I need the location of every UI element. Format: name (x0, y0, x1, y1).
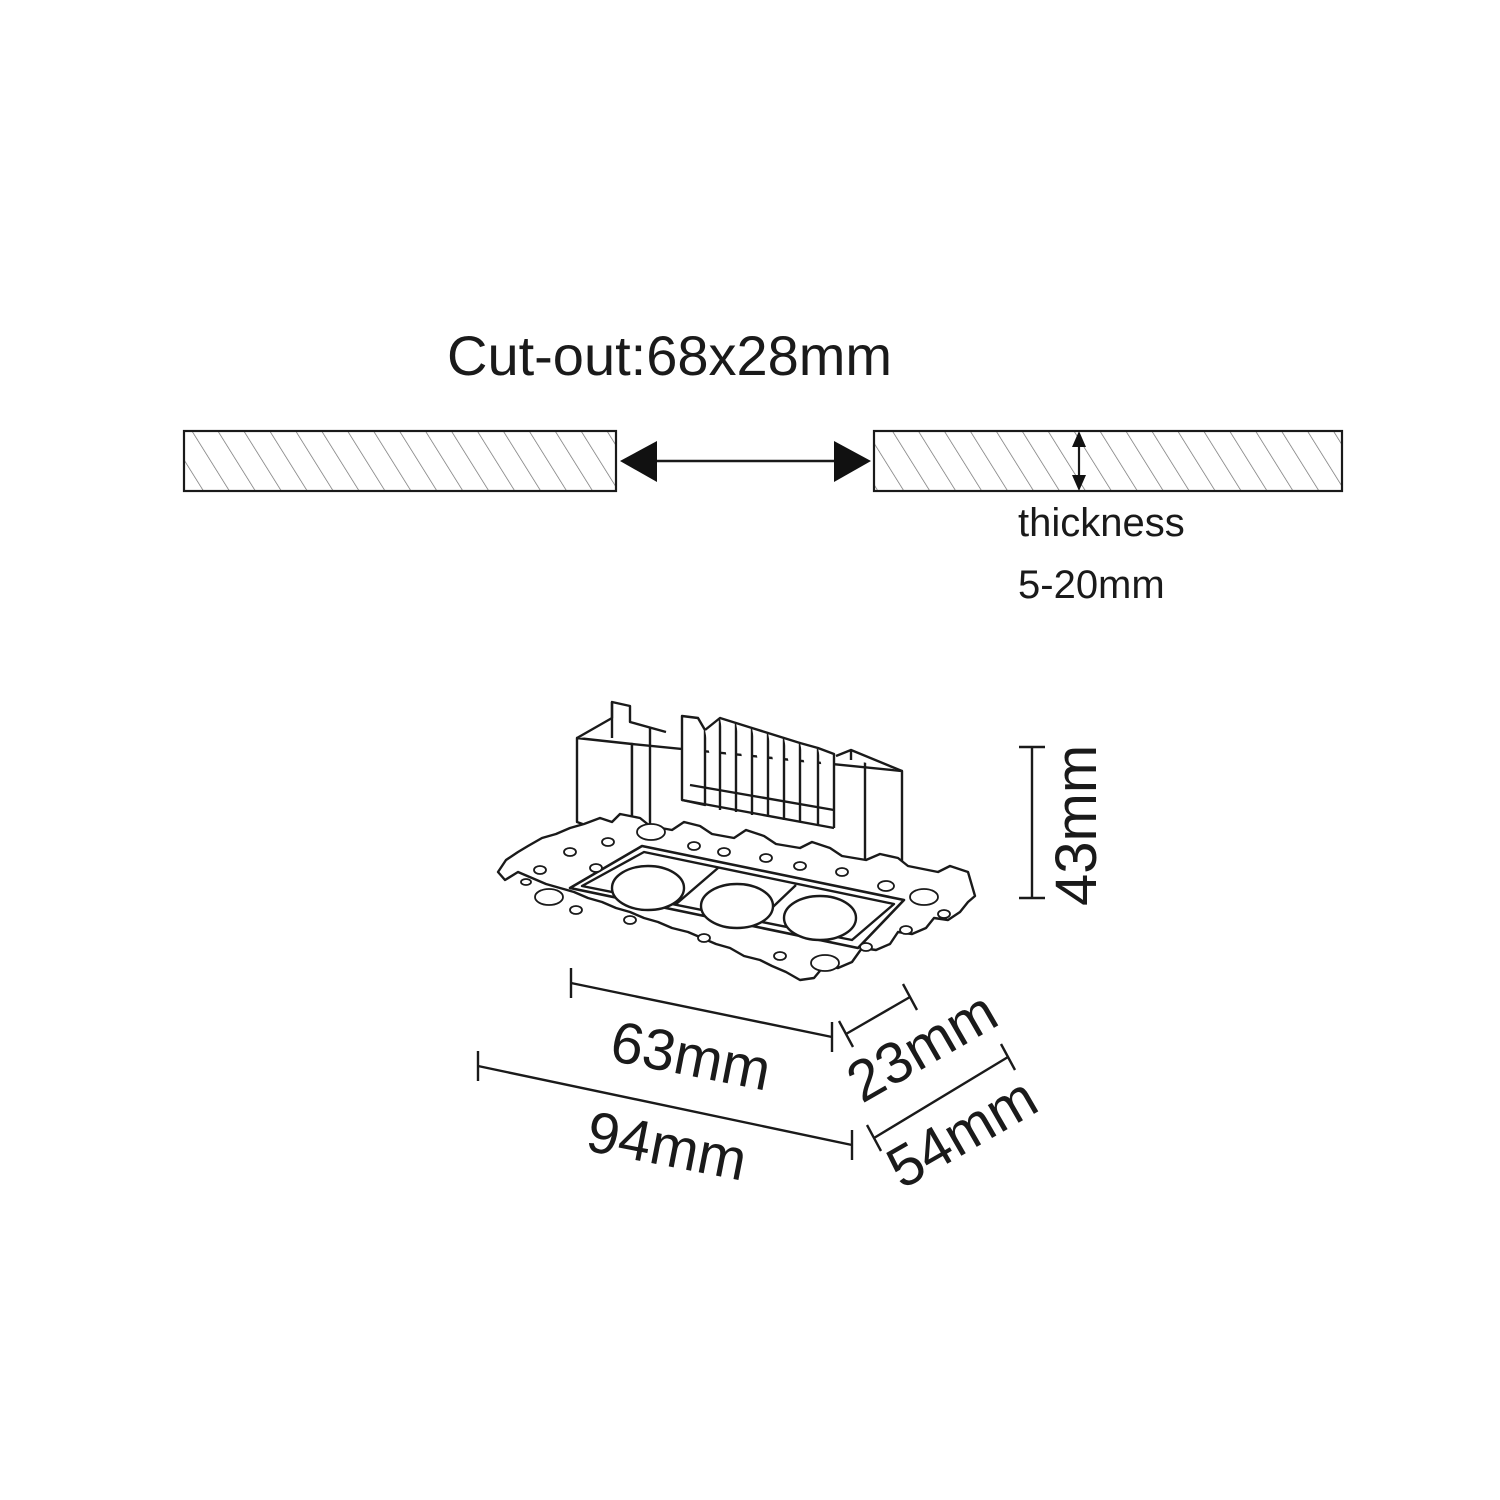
thickness-value: 5-20mm (1018, 563, 1165, 607)
lens-2 (699, 882, 775, 930)
inner-length-label: 63mm (606, 1009, 777, 1104)
lens-3 (782, 894, 858, 942)
ceiling-panel-right (872, 429, 1344, 493)
dimension-height (1019, 745, 1045, 900)
height-label: 43mm (1044, 745, 1109, 906)
thickness-arrow (1072, 431, 1086, 491)
outer-length-label: 94mm (582, 1099, 753, 1194)
ceiling-panel-left (182, 429, 618, 493)
lens-1 (610, 864, 686, 912)
cutout-width-arrow (620, 441, 871, 482)
fixture-drawing (496, 700, 977, 982)
dimension-inner-width (837, 983, 919, 1048)
dimension-outer-width (865, 1043, 1017, 1152)
thickness-label: thickness (1018, 501, 1185, 545)
heatsink-fins (680, 714, 836, 830)
cutout-label: Cut-out:68x28mm (447, 324, 892, 387)
dimension-outer-length (476, 1051, 854, 1160)
flange-holes (520, 823, 951, 972)
dimension-inner-length (569, 968, 834, 1052)
